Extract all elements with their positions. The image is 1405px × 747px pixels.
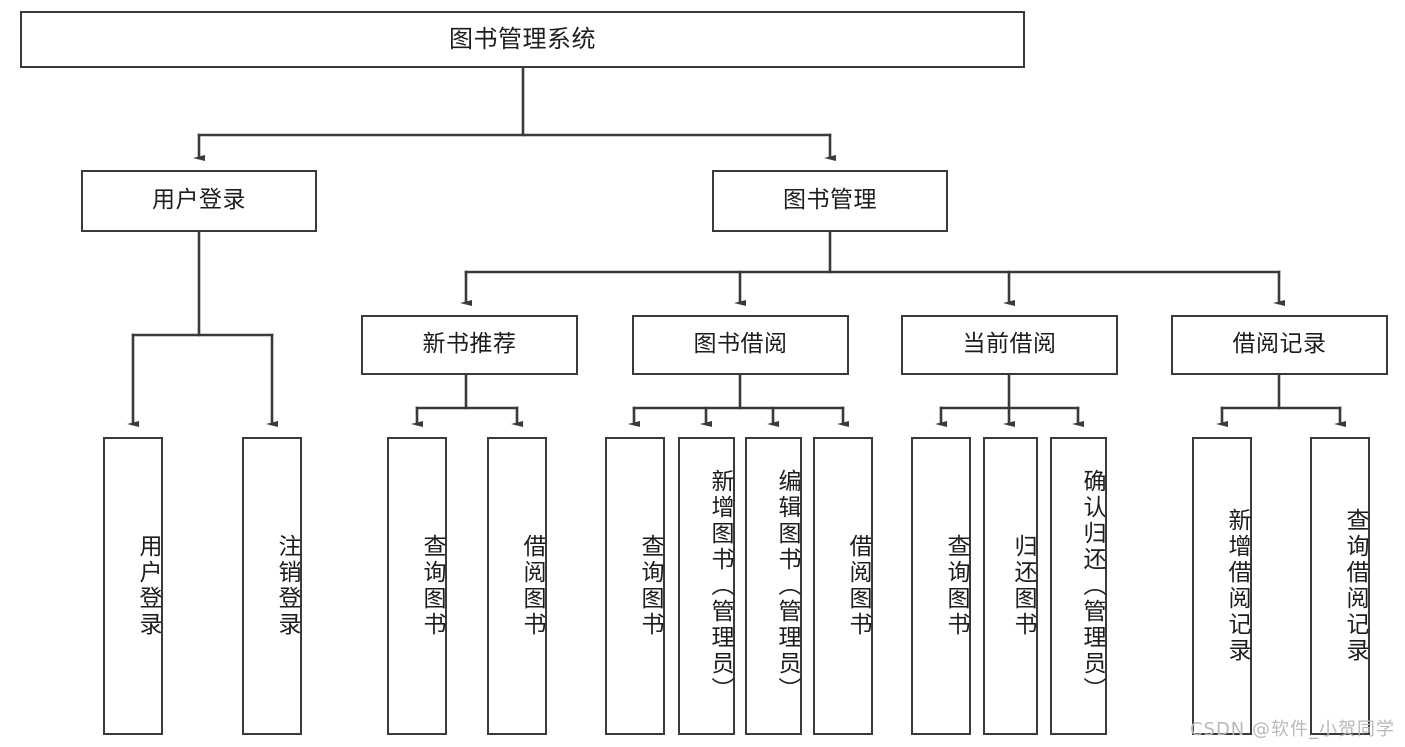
leaf-borrow-book-borrow-label: 借阅图书: [845, 534, 871, 638]
leaf-edit-book-admin-label: 编辑图书（管理员）: [774, 469, 800, 703]
csdn-watermark: CSDN @软件_小贺同学: [1189, 719, 1395, 740]
leaf-query-book-current-label: 查询图书: [943, 534, 969, 638]
node-new-book-recommend[interactable]: 新书推荐: [361, 315, 578, 375]
node-book-borrow[interactable]: 图书借阅: [632, 315, 849, 375]
leaf-return-book-label: 归还图书: [1010, 534, 1036, 638]
node-user-login[interactable]: 用户登录: [81, 170, 317, 232]
leaf-user-login-label: 用户登录: [135, 534, 161, 638]
leaf-query-book-borrow-label: 查询图书: [637, 534, 663, 638]
leaf-query-book-current[interactable]: 查询图书: [911, 437, 971, 735]
leaf-borrow-book-recommend-label: 借阅图书: [519, 534, 545, 638]
leaf-user-login[interactable]: 用户登录: [103, 437, 163, 735]
leaf-borrow-book-borrow[interactable]: 借阅图书: [813, 437, 873, 735]
node-borrow-record[interactable]: 借阅记录: [1171, 315, 1388, 375]
leaf-edit-book-admin[interactable]: 编辑图书（管理员）: [745, 437, 802, 735]
leaf-borrow-book-recommend[interactable]: 借阅图书: [487, 437, 547, 735]
leaf-query-borrow-record-label: 查询借阅记录: [1342, 508, 1368, 664]
leaf-confirm-return-admin-label: 确认归还（管理员）: [1079, 469, 1105, 703]
leaf-logout-login[interactable]: 注销登录: [242, 437, 302, 735]
leaf-query-book-recommend[interactable]: 查询图书: [387, 437, 447, 735]
node-book-management[interactable]: 图书管理: [712, 170, 948, 232]
leaf-add-borrow-record[interactable]: 新增借阅记录: [1192, 437, 1252, 735]
leaf-add-book-admin-label: 新增图书（管理员）: [707, 469, 733, 703]
leaf-confirm-return-admin[interactable]: 确认归还（管理员）: [1050, 437, 1107, 735]
leaf-query-book-borrow[interactable]: 查询图书: [605, 437, 665, 735]
leaf-query-borrow-record[interactable]: 查询借阅记录: [1310, 437, 1370, 735]
leaf-query-book-recommend-label: 查询图书: [419, 534, 445, 638]
leaf-logout-login-label: 注销登录: [274, 534, 300, 638]
node-root-book-management-system[interactable]: 图书管理系统: [20, 11, 1025, 68]
leaf-add-book-admin[interactable]: 新增图书（管理员）: [678, 437, 735, 735]
leaf-add-borrow-record-label: 新增借阅记录: [1224, 508, 1250, 664]
node-current-borrow[interactable]: 当前借阅: [901, 315, 1118, 375]
leaf-return-book[interactable]: 归还图书: [983, 437, 1038, 735]
